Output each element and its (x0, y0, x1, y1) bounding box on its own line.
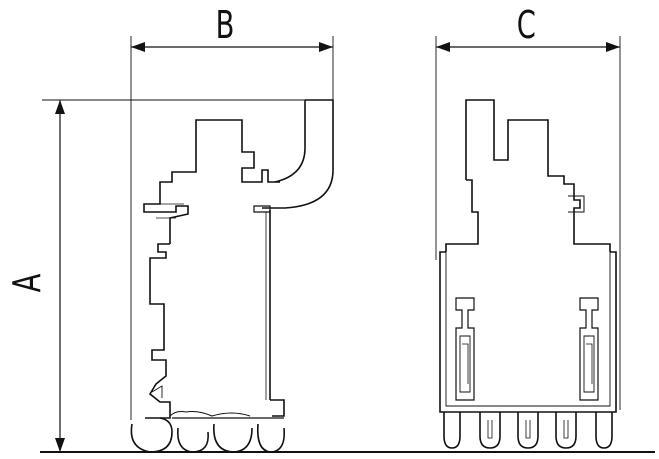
dimension-b (130, 36, 334, 420)
dimension-a (42, 99, 310, 452)
dimension-c (435, 36, 621, 410)
front-view (439, 99, 617, 449)
dimension-label-b: B (215, 3, 235, 47)
dimension-label-c: C (516, 3, 536, 47)
side-view (130, 99, 334, 453)
dimension-label-a: A (5, 273, 49, 293)
